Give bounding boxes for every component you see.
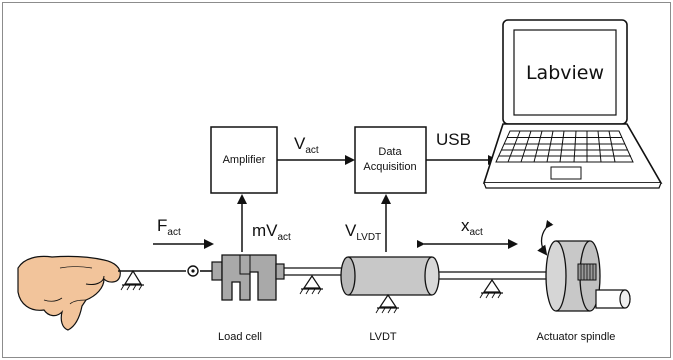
xact-label: xact <box>461 216 483 238</box>
support-pivot-4 <box>479 278 503 299</box>
daq-label-line1: Data <box>378 146 402 158</box>
lvdt-label: LVDT <box>369 331 397 343</box>
load-cell-label: Load cell <box>218 331 262 343</box>
vlvdt-label: VLVDT <box>345 221 381 243</box>
support-pivot-2 <box>299 274 323 295</box>
lvdt-body <box>340 256 440 296</box>
hand-illustration <box>17 255 121 331</box>
mvact-label: mVact <box>252 221 291 243</box>
support-pivot-1 <box>120 269 144 291</box>
amplifier-block: Amplifier <box>210 126 278 194</box>
support-pivot-3 <box>375 293 399 314</box>
amplifier-label: Amplifier <box>223 154 266 166</box>
rotation-arrow <box>537 219 554 256</box>
laptop-icon: Labview <box>482 19 663 189</box>
actuator-spindle-label: Actuator spindle <box>537 331 616 343</box>
data-acquisition-block: Data Acquisition <box>354 126 427 194</box>
fact-label: Fact <box>157 216 181 238</box>
laptop-screen <box>513 29 617 116</box>
trackpad <box>550 166 582 180</box>
vact-label: Vact <box>294 134 319 156</box>
labview-label: Labview <box>526 62 604 84</box>
usb-label: USB <box>436 130 471 149</box>
daq-label-line2: Acquisition <box>363 161 416 173</box>
load-cell <box>211 254 285 301</box>
actuator-spindle <box>545 240 631 312</box>
keyboard <box>495 130 634 163</box>
